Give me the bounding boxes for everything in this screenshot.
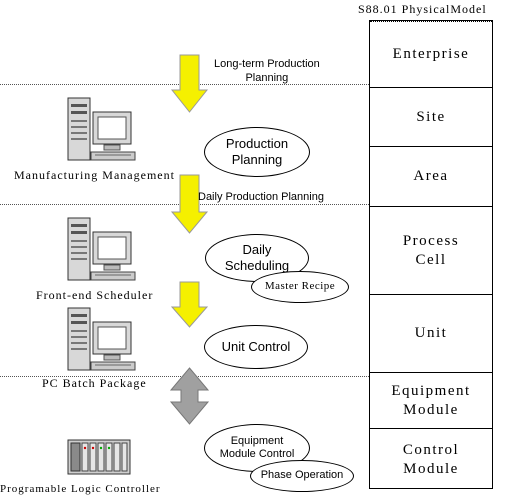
plc-rack-icon: [67, 439, 131, 475]
gray-double-arrow: [169, 367, 210, 425]
plc-label: Programable Logic Controller: [0, 483, 161, 495]
phase-operation-node: Phase Operation: [250, 460, 354, 492]
yellow-down-arrow: [170, 174, 209, 234]
master-recipe-node: Master Recipe: [251, 271, 349, 303]
manufacturing-management-label: Manufacturing Management: [14, 168, 175, 182]
unit-control-node: Unit Control: [204, 325, 308, 369]
level-equipment-module: Equipment Module: [370, 373, 492, 429]
physical-model-hierarchy: Enterprise Site Area Process Cell Unit E…: [369, 20, 493, 489]
front-end-scheduler-label: Front-end Scheduler: [36, 288, 154, 302]
yellow-down-arrow: [170, 281, 209, 328]
daily-planning-label: Daily Production Planning: [198, 191, 324, 203]
yellow-down-arrow: [170, 54, 209, 113]
desktop-computer-icon: [67, 307, 136, 371]
pc-batch-package-label: PC Batch Package: [42, 376, 147, 390]
level-process-cell: Process Cell: [370, 207, 492, 295]
desktop-computer-icon: [67, 217, 136, 281]
desktop-computer-icon: [67, 97, 136, 161]
level-area: Area: [370, 147, 492, 207]
level-unit: Unit: [370, 295, 492, 373]
level-control-module: Control Module: [402, 441, 460, 477]
model-title: S88.01 PhysicalModel: [358, 2, 487, 16]
level-enterprise: Enterprise: [370, 21, 492, 88]
level-site: Site: [370, 88, 492, 147]
production-planning-node: Production Planning: [204, 127, 310, 177]
long-term-planning-label: Long-term Production Planning: [214, 58, 320, 85]
